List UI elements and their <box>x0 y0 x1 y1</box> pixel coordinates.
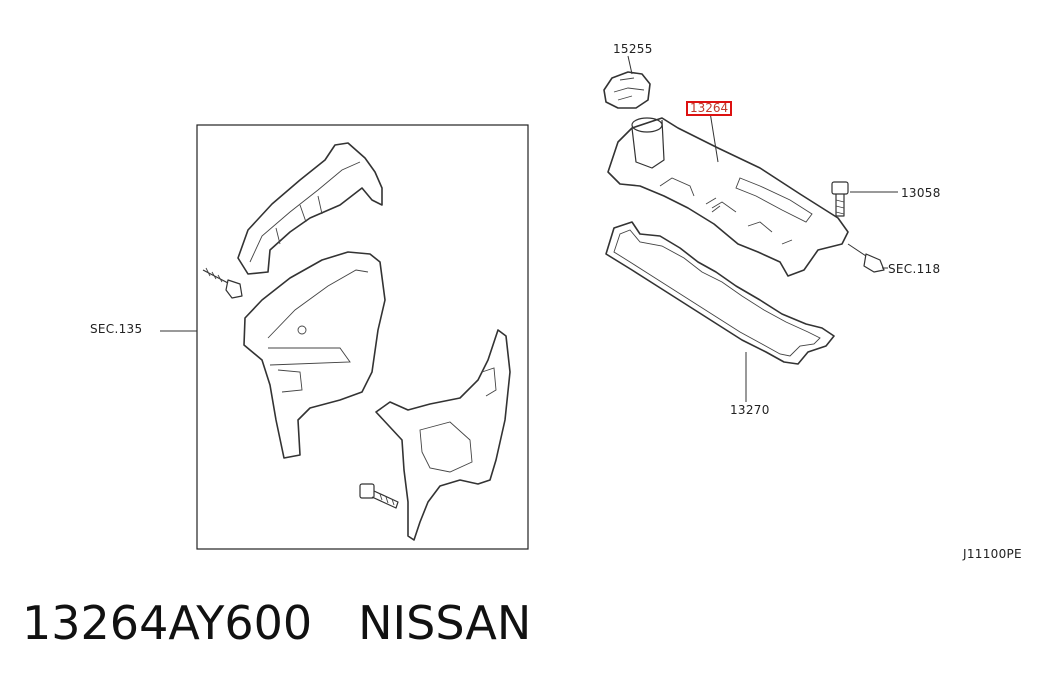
sec118-label[interactable]: SEC.118 <box>888 262 941 276</box>
part-15255-label[interactable]: 15255 <box>613 42 653 56</box>
oil-filler-cap <box>603 71 651 109</box>
middle-timing-cover <box>243 251 386 459</box>
p15255-leader <box>627 55 633 75</box>
parts-diagram: SEC.135 15255 13264 13058 SEC.118 13270 … <box>90 42 1022 561</box>
footer-title: 13264AY600 NISSAN <box>22 596 531 650</box>
stud-bolt <box>202 267 243 299</box>
lower-timing-cover <box>375 329 511 541</box>
sec135-inset-box <box>196 124 529 550</box>
brand-name: NISSAN <box>358 596 532 650</box>
upper-timing-cover <box>237 142 383 275</box>
cover-bolt-13058 <box>831 181 849 217</box>
part-13264-label[interactable]: 13264 <box>686 101 733 116</box>
diagram-code: J11100PE <box>963 547 1022 561</box>
part-13058-label[interactable]: 13058 <box>901 186 941 200</box>
cover-bolt <box>359 483 399 509</box>
part-number: 13264AY600 <box>22 596 313 650</box>
p13264-leader <box>709 111 719 163</box>
valve-rocker-cover <box>607 117 849 277</box>
diagram-drawing <box>160 55 898 550</box>
part-13270-label[interactable]: 13270 <box>730 403 770 417</box>
sec118-fitting <box>847 243 885 273</box>
valve-cover-gasket <box>605 221 835 365</box>
sec135-label[interactable]: SEC.135 <box>90 322 143 336</box>
